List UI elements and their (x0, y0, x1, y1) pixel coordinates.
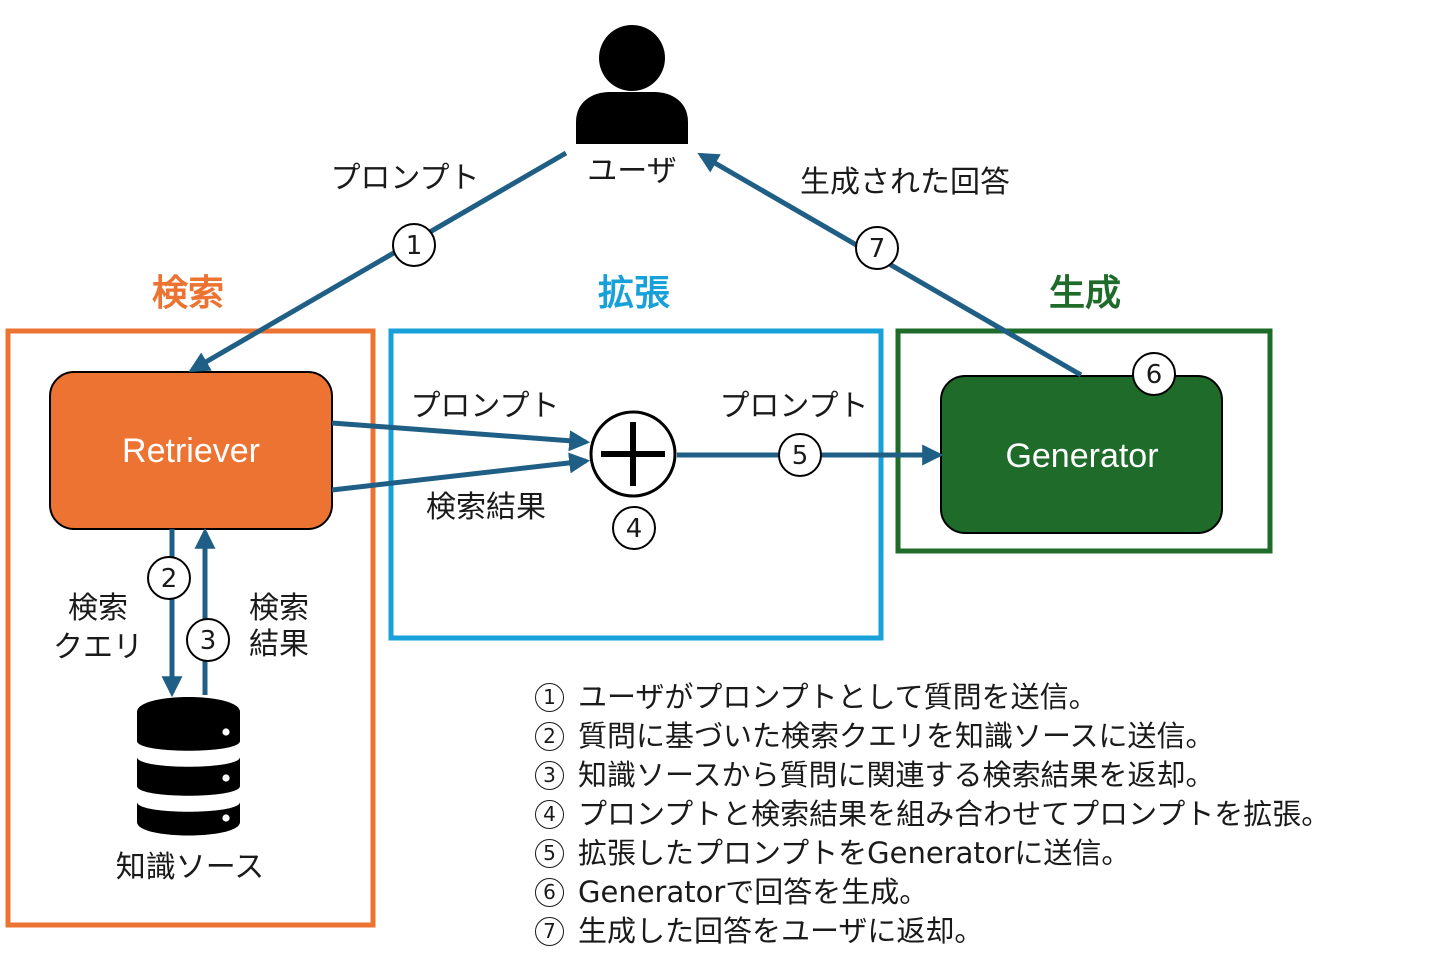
legend-item: 2 質問に基づいた検索クエリを知識ソースに送信。 (535, 717, 1330, 756)
edge-label-generated-answer: 生成された回答 (800, 165, 1010, 200)
user-label: ユーザ (587, 154, 676, 189)
legend-step-number: 7 (535, 917, 564, 946)
legend-step-number: 5 (535, 839, 564, 868)
arrow-retriever-prompt-to-plus (331, 420, 591, 452)
edge-label-prompt-to-plus: プロンプト (410, 389, 559, 424)
svg-text:5: 5 (792, 441, 809, 471)
edge-label-results-line2: 結果 (249, 627, 309, 662)
svg-text:4: 4 (626, 514, 643, 544)
generate-section-title: 生成 (1049, 273, 1121, 314)
generator-label: Generator (1005, 437, 1158, 475)
legend-item: 1 ユーザがプロンプトとして質問を送信。 (535, 678, 1330, 717)
step-legend: 1 ユーザがプロンプトとして質問を送信。 2 質問に基づいた検索クエリを知識ソースに… (535, 678, 1330, 951)
svg-text:6: 6 (1146, 360, 1163, 390)
step-marker-3: 3 (186, 618, 230, 662)
edge-label-query-line1: 検索 (68, 591, 128, 626)
step-marker-4: 4 (612, 506, 656, 550)
legend-step-text: ユーザがプロンプトとして質問を送信。 (578, 680, 1098, 714)
database-icon (137, 697, 240, 836)
step-marker-1: 1 (392, 223, 436, 267)
step-marker-5: 5 (778, 433, 822, 477)
legend-item: 4 プロンプトと検索結果を組み合わせてプロンプトを拡張。 (535, 795, 1330, 834)
arrow-retriever-results-to-plus (331, 452, 591, 493)
retriever-label: Retriever (122, 432, 260, 470)
legend-step-text: 生成した回答をユーザに返却。 (578, 914, 984, 948)
step-marker-6: 6 (1132, 352, 1176, 396)
retrieve-section-frame (5, 328, 376, 928)
legend-step-number: 3 (535, 761, 564, 790)
edge-label-prompt-user: プロンプト (330, 161, 479, 196)
step-marker-2: 2 (147, 556, 191, 600)
svg-text:2: 2 (161, 564, 178, 594)
legend-item: 3 知識ソースから質問に関連する検索結果を返却。 (535, 756, 1330, 795)
generate-section-frame (895, 328, 1273, 554)
legend-step-text: 質問に基づいた検索クエリを知識ソースに送信。 (578, 719, 1215, 753)
svg-text:7: 7 (869, 234, 886, 264)
plus-icon (589, 410, 677, 498)
edge-label-prompt-to-generator: プロンプト (719, 389, 868, 424)
person-icon (576, 25, 688, 144)
augment-section-title: 拡張 (598, 273, 670, 314)
legend-step-number: 1 (535, 683, 564, 712)
knowledge-source-label: 知識ソース (116, 850, 265, 885)
svg-text:3: 3 (200, 626, 217, 656)
legend-step-number: 2 (535, 722, 564, 751)
legend-step-text: プロンプトと検索結果を組み合わせてプロンプトを拡張。 (578, 797, 1331, 831)
retrieve-section-title: 検索 (152, 273, 224, 314)
step-marker-7: 7 (855, 226, 899, 270)
arrow-user-to-retriever (188, 150, 568, 373)
edge-label-search-results-to-plus: 検索結果 (426, 490, 546, 525)
legend-step-text: 知識ソースから質問に関連する検索結果を返却。 (578, 758, 1215, 792)
legend-item: 5 拡張したプロンプトをGeneratorに送信。 (535, 834, 1330, 873)
legend-item: 7 生成した回答をユーザに返却。 (535, 912, 1330, 951)
legend-step-number: 6 (535, 878, 564, 907)
legend-item: 6 Generatorで回答を生成。 (535, 873, 1330, 912)
legend-step-text: Generatorで回答を生成。 (578, 875, 929, 909)
svg-text:1: 1 (406, 231, 423, 261)
edge-label-results-line1: 検索 (249, 591, 309, 626)
arrow-generator-to-user (697, 152, 1083, 378)
legend-step-number: 4 (535, 800, 564, 829)
edge-label-query-line2: クエリ (53, 630, 143, 665)
legend-step-text: 拡張したプロンプトをGeneratorに送信。 (578, 836, 1131, 870)
